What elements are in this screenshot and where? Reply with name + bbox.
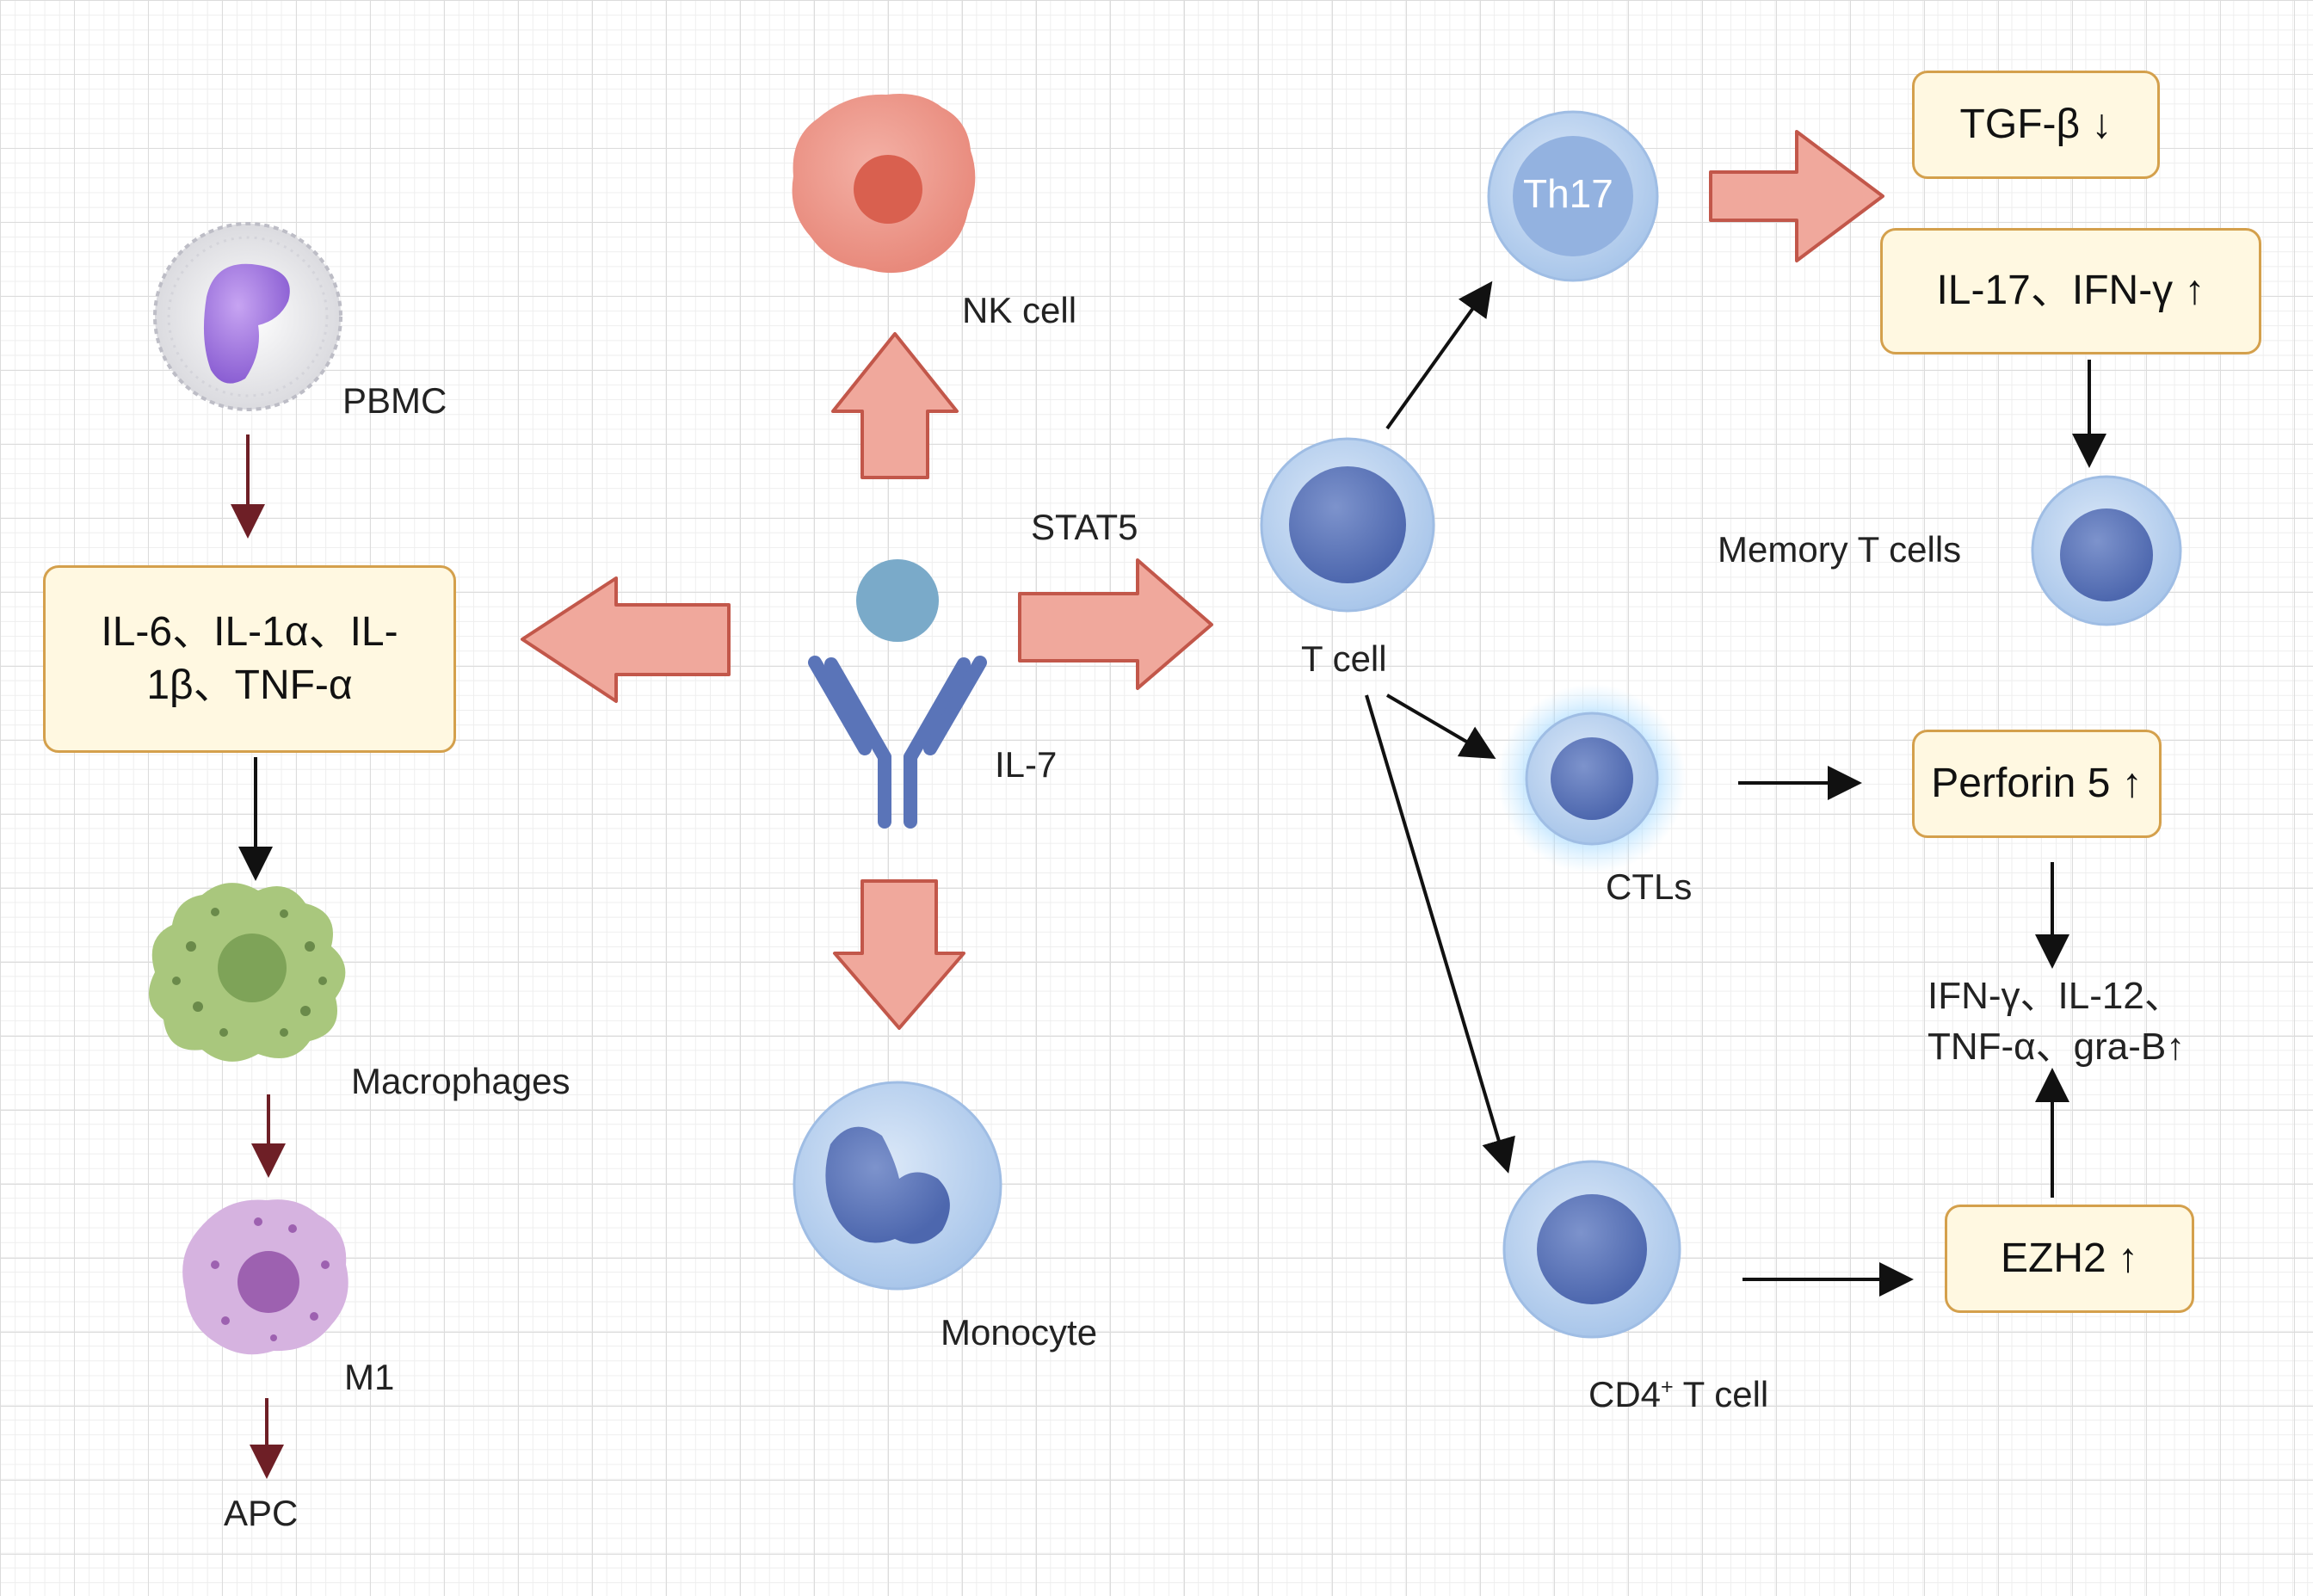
apc-label: APC <box>224 1493 299 1533</box>
cd4-superscript: + <box>1661 1375 1674 1399</box>
cd4-t-cell-icon <box>1502 1160 1681 1339</box>
m1-label: M1 <box>344 1357 395 1397</box>
cd4-t-cell-label: CD4+ T cell <box>1588 1374 1769 1414</box>
monocyte-label: Monocyte <box>941 1312 1098 1353</box>
il7-label: IL-7 <box>995 744 1058 785</box>
arrow-up-to-nk-cell <box>831 332 959 479</box>
t-cell-label: T cell <box>1301 638 1387 679</box>
pbmc-label: PBMC <box>342 380 447 421</box>
macrophages-label: Macrophages <box>351 1061 571 1101</box>
outputs-line2: TNF-α、gra-B↑ <box>1928 1026 2186 1069</box>
arrow-t-cell-to-ctls <box>1385 693 1496 760</box>
cytokine-box: IL-6、IL-1α、IL- 1β、TNF-α <box>43 565 456 753</box>
macrophage-cell-icon <box>148 883 346 1062</box>
perforin-box: Perforin 5 ↑ <box>1912 730 2162 838</box>
nk-cell-label: NK cell <box>962 290 1077 330</box>
monocyte-cell-icon <box>793 1081 1002 1291</box>
ctls-label: CTLs <box>1606 866 1693 907</box>
ctls-cell-icon <box>1497 684 1687 873</box>
m1-cell-icon <box>182 1199 348 1355</box>
memory-t-cells-label: Memory T cells <box>1718 529 1962 570</box>
cytokine-box-line2: 1β、TNF-α <box>146 662 353 708</box>
outputs-label: IFN-γ、IL-12、 TNF-α、gra-B↑ <box>1928 971 2185 1073</box>
cytokine-box-line1: IL-6、IL-1α、IL- <box>101 608 398 655</box>
il17-box: IL-17、IFN-γ ↑ <box>1880 228 2261 354</box>
arrow-right-to-t-cell <box>1018 558 1213 690</box>
perforin-box-text: Perforin 5 ↑ <box>1931 760 2143 806</box>
outputs-line1: IFN-γ、IL-12、 <box>1928 975 2182 1017</box>
t-cell-icon <box>1260 437 1435 613</box>
arrow-left-to-cytokines <box>521 576 731 703</box>
cd4-prefix: CD4 <box>1588 1374 1662 1414</box>
arrow-down-to-monocyte <box>833 879 965 1030</box>
tgf-box-text: TGF-β ↓ <box>1959 101 2113 147</box>
pbmc-cell-icon <box>153 222 342 411</box>
memory-t-cell-icon <box>2031 475 2182 626</box>
arrow-t-cell-to-cd4 <box>1365 694 1515 1174</box>
cd4-suffix: T cell <box>1673 1374 1769 1414</box>
il17-box-text: IL-17、IFN-γ ↑ <box>1936 268 2205 314</box>
ezh2-box: EZH2 ↑ <box>1945 1205 2194 1313</box>
ezh2-box-text: EZH2 ↑ <box>2000 1235 2139 1281</box>
arrow-t-cell-to-th17 <box>1385 280 1493 430</box>
tgf-box: TGF-β ↓ <box>1912 71 2160 179</box>
th17-label: Th17 <box>1523 171 1613 216</box>
th17-cell-icon <box>1487 110 1659 282</box>
arrow-th17-to-outputs <box>1709 130 1884 262</box>
nk-cell-icon <box>792 94 976 274</box>
stat5-label: STAT5 <box>1031 507 1138 547</box>
il7-receptor-icon <box>808 559 987 829</box>
